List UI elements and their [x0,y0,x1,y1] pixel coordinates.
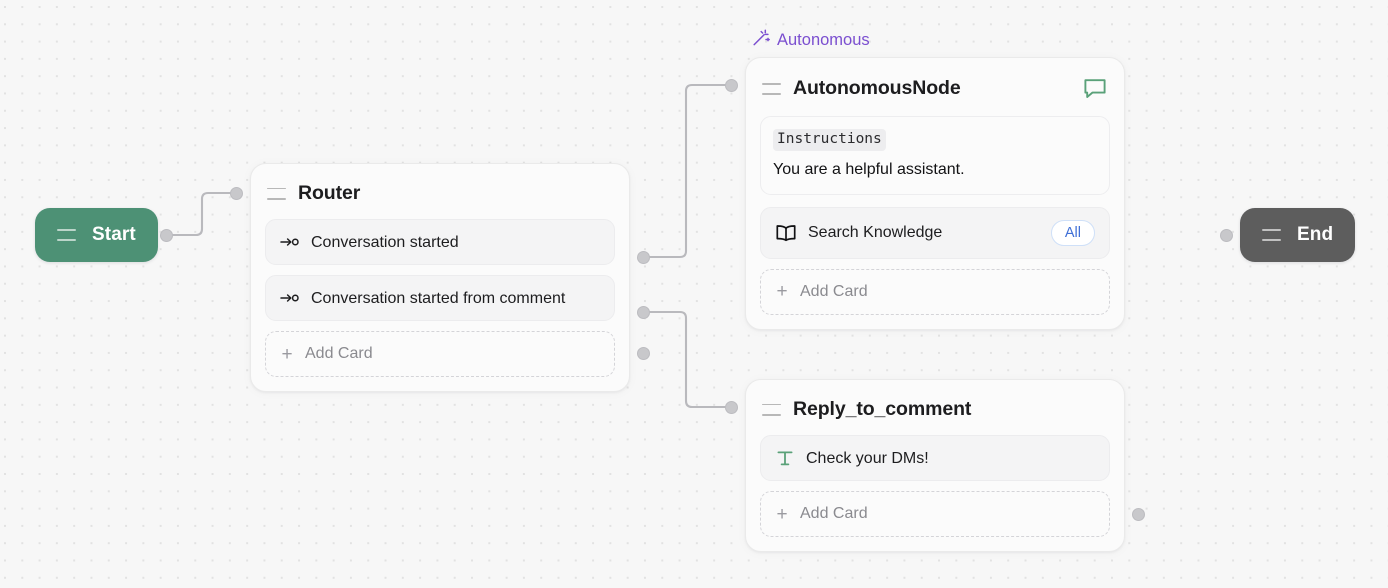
instructions-text: You are a helpful assistant. [773,160,965,178]
reply-node-body: Check your DMs! + Add Card [746,431,1124,551]
autonomous-card-label: Search Knowledge [808,224,943,242]
end-node-label: End [1297,224,1334,245]
status-badge[interactable]: All [1050,219,1095,246]
router-output-handle-3[interactable] [637,347,650,360]
autonomous-add-card-button[interactable]: + Add Card [760,268,1110,315]
autonomous-card-search-knowledge[interactable]: Search Knowledge All [760,206,1110,259]
reply-input-handle[interactable] [725,401,738,414]
autonomous-node-title: AutonomousNode [793,77,961,100]
autonomous-node-body: Instructions You are a helpful assistant… [746,112,1124,329]
router-node-header: Router [251,164,629,215]
router-node[interactable]: Router Conversation started [250,163,630,393]
drag-handle-icon[interactable] [762,83,781,95]
autonomous-group-label-text: Autonomous [777,30,870,49]
autonomous-input-handle[interactable] [725,79,738,92]
router-node-body: Conversation started Conversation starte… [251,215,629,391]
plus-icon: + [776,503,788,525]
end-input-handle[interactable] [1220,229,1233,242]
start-node[interactable]: Start [35,208,158,262]
drag-handle-icon[interactable] [57,229,76,241]
router-add-card-button[interactable]: + Add Card [265,331,615,378]
autonomous-node[interactable]: AutonomousNode Instructions You are a he… [745,57,1125,330]
arrow-to-circle-icon [280,291,300,305]
reply-node-header: Reply_to_comment [746,380,1124,431]
autonomous-add-card-label: Add Card [800,282,868,300]
edge-start-to-router [164,191,238,237]
router-card-label: Conversation started [311,233,459,251]
autonomous-node-header: AutonomousNode [746,58,1124,112]
router-output-handle-1[interactable] [637,251,650,264]
end-node[interactable]: End [1240,208,1356,262]
router-card-conversation-started[interactable]: Conversation started [265,219,615,266]
router-card-conversation-started-from-comment[interactable]: Conversation started from comment [265,275,615,322]
router-node-title: Router [298,182,361,204]
router-output-handle-2[interactable] [637,306,650,319]
text-t-icon [775,448,795,468]
edge-router-to-autonomous [642,83,733,259]
start-node-label: Start [92,224,136,245]
instructions-tag: Instructions [773,129,886,151]
plus-icon: + [281,343,293,365]
start-output-handle[interactable] [160,229,173,242]
router-input-handle[interactable] [230,187,243,200]
reply-node-title: Reply_to_comment [793,398,972,420]
router-add-card-label: Add Card [305,345,373,363]
edge-router-to-reply [642,310,733,409]
comment-bubble-icon[interactable] [1082,76,1108,102]
magic-wand-sparkles-icon [752,29,770,51]
reply-card-label: Check your DMs! [806,449,929,467]
reply-to-comment-node[interactable]: Reply_to_comment Check your DMs! + [745,379,1125,553]
instructions-card[interactable]: Instructions You are a helpful assistant… [760,116,1110,195]
drag-handle-icon[interactable] [1262,229,1281,241]
reply-card-check-your-dms[interactable]: Check your DMs! [760,435,1110,482]
reply-add-card-button[interactable]: + Add Card [760,491,1110,538]
open-book-icon [775,223,797,243]
drag-handle-icon[interactable] [762,403,781,416]
reply-output-handle[interactable] [1132,508,1145,521]
reply-add-card-label: Add Card [800,505,868,523]
arrow-to-circle-icon [280,235,300,249]
autonomous-group-label: Autonomous [752,29,870,51]
plus-icon: + [776,281,788,303]
router-card-label: Conversation started from comment [311,289,566,307]
drag-handle-icon[interactable] [267,187,286,200]
